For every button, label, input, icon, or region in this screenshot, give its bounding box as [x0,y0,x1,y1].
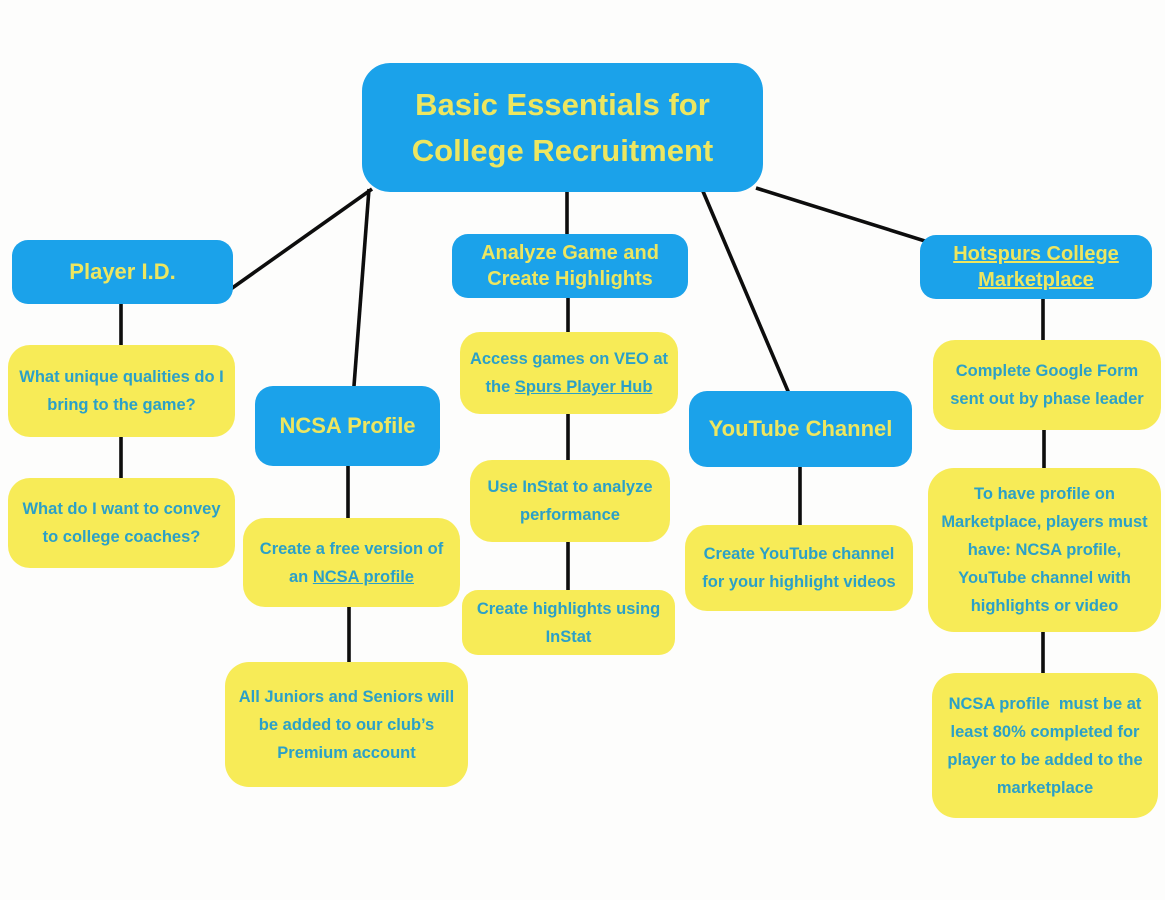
ncsa-80-percent-label: NCSA profile must be at least 80% comple… [947,694,1143,797]
node-root-title: Basic Essentials for College Recruitment [362,63,763,192]
node-ncsa-80-percent: NCSA profile must be at least 80% comple… [932,673,1158,818]
ncsa-profile-label: NCSA Profile [279,413,416,438]
edge-root-ncsa [350,188,371,413]
create-free-ncsa-text: Create a free version of an [259,539,444,586]
node-google-form: Complete Google Form sent out by phase l… [933,340,1161,430]
convey-coaches-label: What do I want to convey to college coac… [22,500,221,546]
node-unique-qualities: What unique qualities do I bring to the … [8,345,235,437]
node-access-veo: Access games on VEO at the Spurs Player … [460,332,678,414]
node-convey-coaches: What do I want to convey to college coac… [8,478,235,568]
node-analyze-game: Analyze Game and Create Highlights [452,234,688,298]
google-form-label: Complete Google Form sent out by phase l… [950,362,1144,408]
youtube-channel-label: YouTube Channel [708,416,893,441]
access-veo-text: Access games on VEO at the [469,350,669,396]
node-player-id: Player I.D. [12,240,233,304]
use-instat-label: Use InStat to analyze performance [487,478,653,524]
node-marketplace-requirements: To have profile on Marketplace, players … [928,468,1161,632]
edge-root-youtube [700,188,798,411]
node-ncsa-profile: NCSA Profile [255,386,440,466]
analyze-game-label: Analyze Game and Create Highlights [481,242,659,290]
node-create-free-ncsa: Create a free version of an NCSA profile [243,518,460,607]
ncsa-profile-link[interactable]: NCSA profile [312,567,414,586]
marketplace-requirements-label: To have profile on Marketplace, players … [941,485,1148,615]
hotspurs-marketplace-link[interactable]: Hotspurs College Marketplace [953,243,1119,291]
node-create-highlights: Create highlights using InStat [462,590,675,655]
create-youtube-channel-label: Create YouTube channel for your highligh… [702,545,896,591]
unique-qualities-label: What unique qualities do I bring to the … [19,368,224,414]
spurs-player-hub-link[interactable]: Spurs Player Hub [514,378,653,396]
create-free-ncsa-label: Create a free version of an NCSA profile [260,535,443,591]
juniors-seniors-label: All Juniors and Seniors will be added to… [238,687,455,762]
root-title-label: Basic Essentials for College Recruitment [411,86,714,168]
node-create-youtube-channel: Create YouTube channel for your highligh… [685,525,913,611]
node-hotspurs-marketplace: Hotspurs College Marketplace [920,235,1152,299]
node-youtube-channel: YouTube Channel [689,391,912,467]
edge-root-player [226,187,374,293]
create-highlights-label: Create highlights using InStat [476,599,661,646]
player-id-label: Player I.D. [69,259,176,284]
access-veo-label: Access games on VEO at the Spurs Player … [470,345,668,401]
node-use-instat: Use InStat to analyze performance [470,460,670,542]
node-juniors-seniors: All Juniors and Seniors will be added to… [225,662,468,787]
